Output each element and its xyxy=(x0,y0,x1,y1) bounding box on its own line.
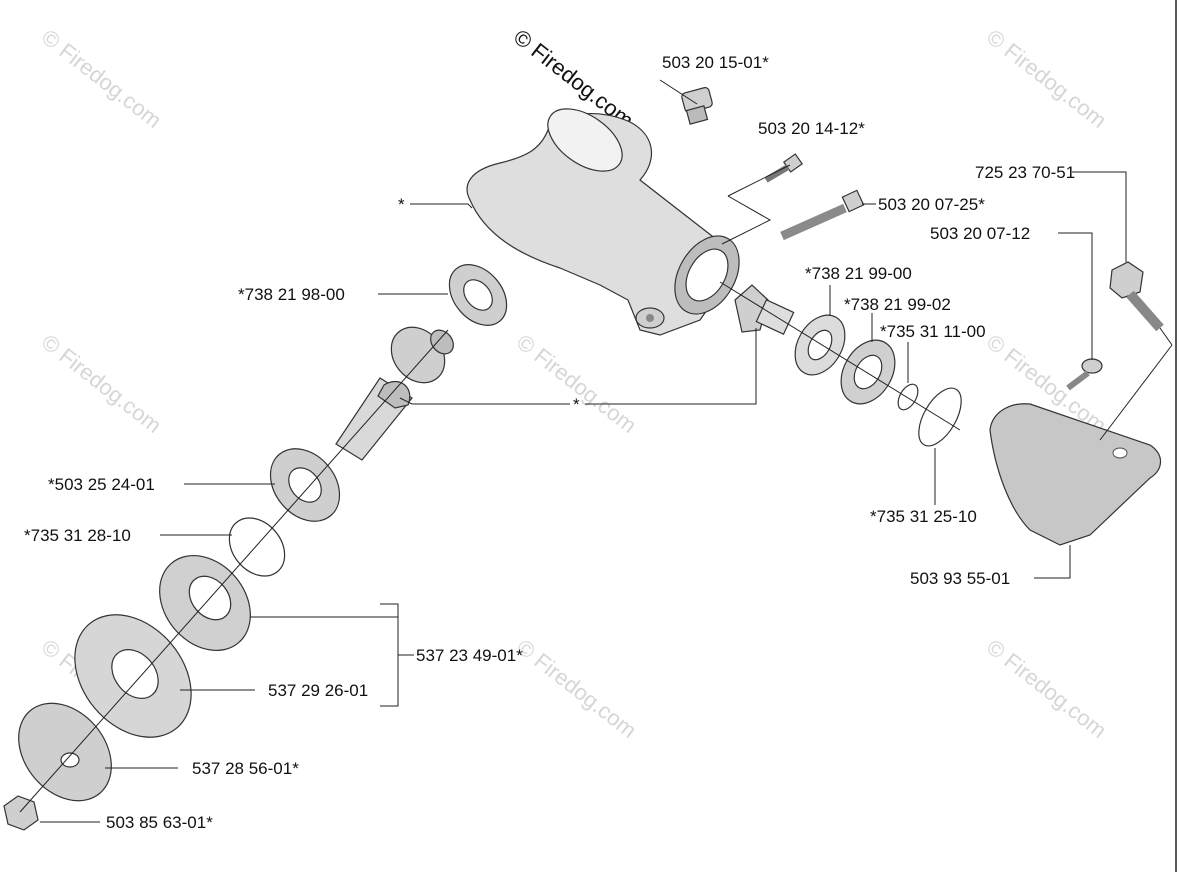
watermark: © Firedog.com xyxy=(37,329,166,438)
watermark: © Firedog.com xyxy=(982,24,1111,133)
gearhead-housing xyxy=(466,108,740,336)
label-circlip-small: *735 31 11-00 xyxy=(880,322,986,341)
watermark: © Firedog.com xyxy=(37,24,166,133)
label-washer: 537 29 26-01 xyxy=(268,681,368,700)
label-flange: 537 28 56-01* xyxy=(192,759,299,778)
plug-part xyxy=(681,87,713,125)
watermark: © Firedog.com xyxy=(982,634,1111,743)
guard-screw-part xyxy=(1066,358,1103,391)
label-guard: 503 93 55-01 xyxy=(910,569,1010,588)
label-bearing-b: *738 21 99-02 xyxy=(844,295,951,314)
washer-part xyxy=(74,614,192,738)
label-gearhead: * xyxy=(398,195,405,214)
part-labels: 503 20 15-01* 503 20 14-12* * 503 20 07-… xyxy=(24,53,1075,832)
label-circlip-large: *735 31 25-10 xyxy=(870,507,977,526)
label-bearing-a: *738 21 99-00 xyxy=(805,264,912,283)
label-bearing-lower: *503 25 24-01 xyxy=(48,475,155,494)
gear-shaft-part xyxy=(335,326,454,461)
label-ring-lower: *735 31 28-10 xyxy=(24,526,131,545)
lower-bearing-part xyxy=(269,448,341,522)
label-screw-long: 503 20 07-25* xyxy=(878,195,985,214)
label-plug: 503 20 15-01* xyxy=(662,53,769,72)
small-screw-part xyxy=(764,153,804,183)
guard-part xyxy=(989,403,1162,546)
bearing-b-part xyxy=(840,339,896,405)
label-bolt-hex: 725 23 70-51 xyxy=(975,163,1075,182)
small-circlip-part xyxy=(897,383,919,411)
lower-ring-part xyxy=(228,517,286,577)
large-circlip-part xyxy=(918,387,962,447)
flange-part xyxy=(18,702,112,802)
label-screw-small: 503 20 14-12* xyxy=(758,119,865,138)
label-screw-guard: 503 20 07-12 xyxy=(930,224,1030,243)
hex-bolt-part xyxy=(1109,261,1164,332)
long-screw-part xyxy=(780,189,865,241)
label-bearing-upper: *738 21 98-00 xyxy=(238,285,345,304)
leader-lines xyxy=(19,79,1173,823)
upper-bearing-part xyxy=(448,264,508,326)
watermark: © Firedog.com xyxy=(512,634,641,743)
label-nut: 503 85 63-01* xyxy=(106,813,213,832)
label-pinion: * xyxy=(573,395,580,414)
watermark: © Firedog.com xyxy=(512,329,641,438)
label-holder-assembly: 537 23 49-01* xyxy=(416,646,523,665)
nut-part xyxy=(3,795,39,831)
